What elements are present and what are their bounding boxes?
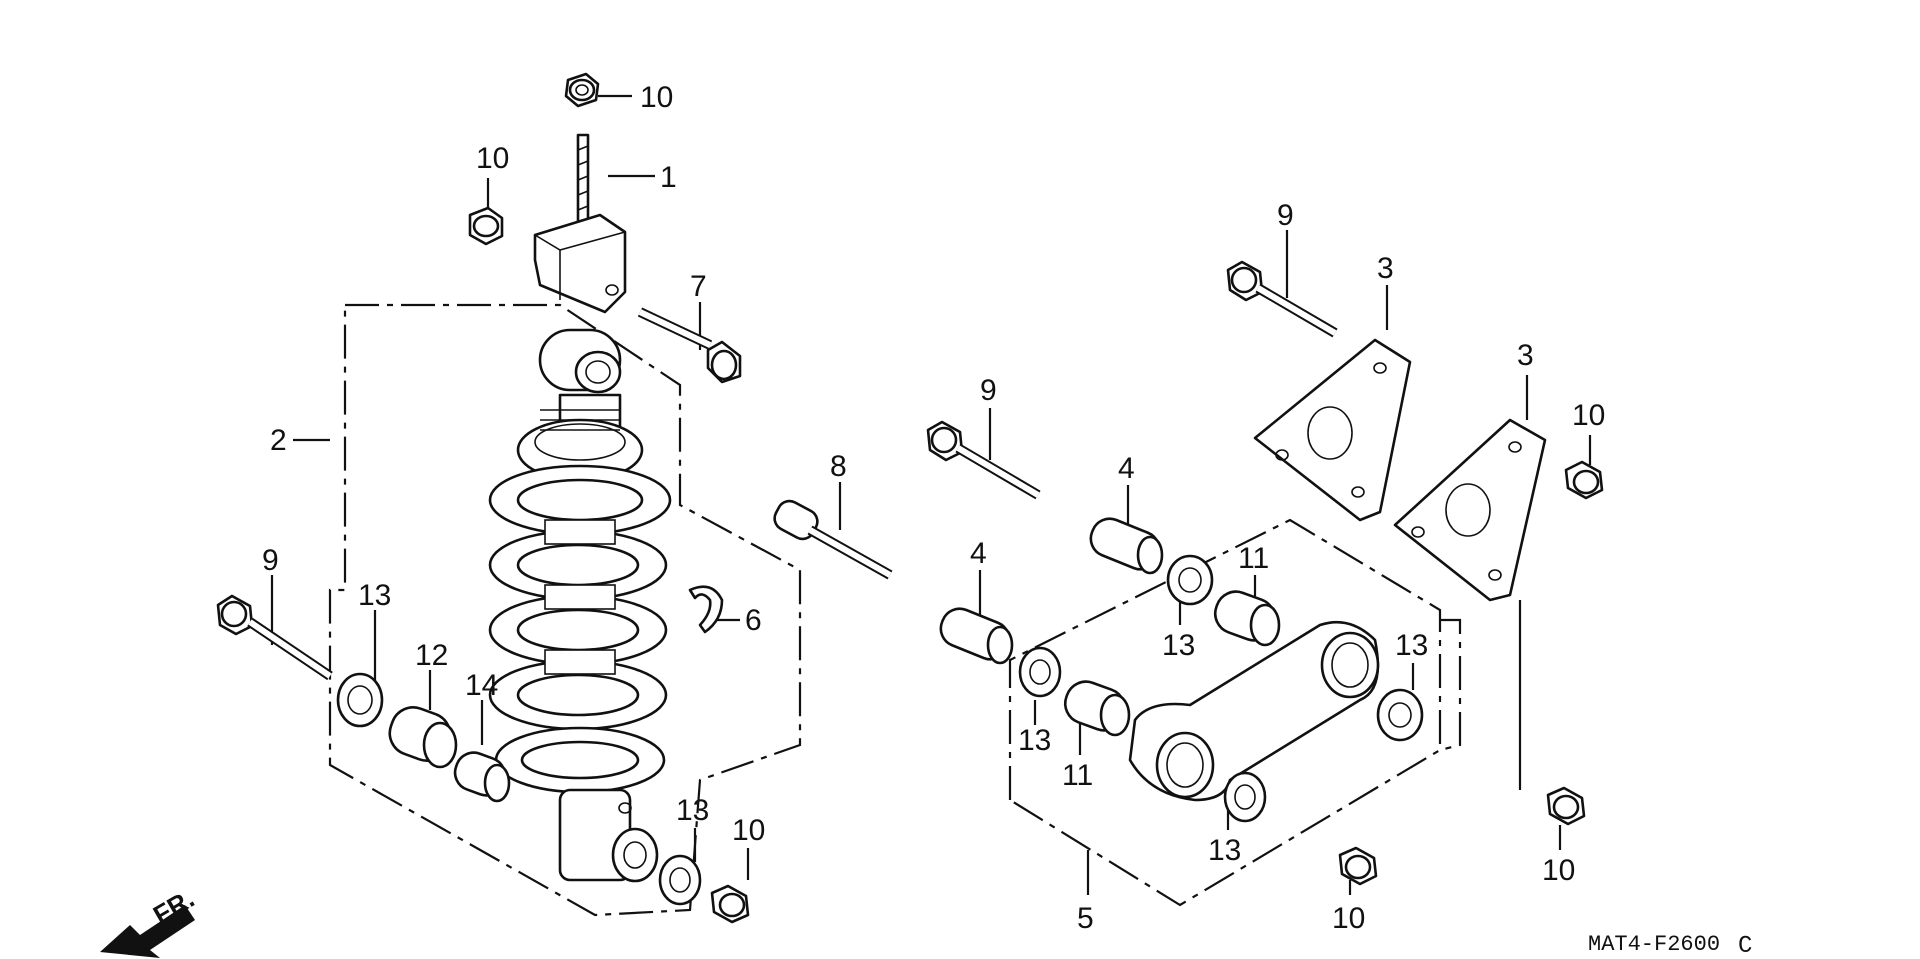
rear-shock-absorber: [488, 328, 672, 883]
needle-bearing-upper: [1213, 590, 1281, 647]
callout-4-lower: 4: [970, 537, 987, 570]
flange-nut-top: [564, 72, 600, 108]
collar-4-lower: [939, 607, 1014, 665]
dust-seal-center: [1166, 554, 1214, 606]
callout-13-right: 13: [1395, 629, 1428, 662]
callout-9-center: 9: [980, 374, 997, 407]
callout-3-left: 3: [1377, 252, 1394, 285]
shock-assembly-group-outline: [328, 303, 802, 917]
flange-nut-shock-bottom: [710, 884, 750, 924]
callout-7: 7: [690, 270, 707, 303]
callout-4-upper: 4: [1118, 452, 1135, 485]
callout-1: 1: [660, 161, 677, 194]
dust-seal-link-bottom: [1223, 771, 1267, 823]
callout-13-left: 13: [358, 579, 391, 612]
dust-seal-shock-bottom: [658, 854, 702, 906]
callout-3-right: 3: [1517, 339, 1534, 372]
reference-code: MAT4-F2600: [1588, 932, 1720, 957]
callout-13-link-left: 13: [1018, 724, 1051, 757]
link-plate-right: [1393, 418, 1547, 602]
callout-2: 2: [270, 424, 287, 457]
front-direction-label: FR.: [148, 883, 199, 930]
callout-10-right: 10: [1572, 399, 1605, 432]
callout-8: 8: [830, 450, 847, 483]
callout-10-bottom-center: 10: [1332, 902, 1365, 935]
link-plate-right-outline: [1439, 618, 1462, 752]
callout-11-upper: 11: [1238, 542, 1269, 575]
flange-nut-upper-left: [468, 206, 504, 246]
callout-12: 12: [415, 639, 448, 672]
dust-seal-left: [336, 672, 384, 728]
bolt-9-upper-right: [1226, 260, 1338, 338]
dust-seal-right: [1376, 688, 1424, 742]
shock-link: [1128, 620, 1380, 802]
callout-5: 5: [1077, 902, 1094, 935]
bolt-8: [773, 499, 893, 580]
dust-seal-link-left: [1018, 646, 1062, 698]
callout-10-top: 10: [640, 81, 673, 114]
callout-10-upper-left: 10: [476, 142, 509, 175]
link-plate-left: [1253, 338, 1412, 522]
callout-14: 14: [465, 669, 498, 702]
callout-10-bottom-right: 10: [1542, 854, 1575, 887]
clip-6: [688, 585, 724, 634]
upper-mount-bracket: [533, 133, 627, 314]
callout-9-left: 9: [262, 544, 279, 577]
flange-nut-bottom-center: [1338, 846, 1378, 886]
flange-nut-bottom-right: [1546, 786, 1586, 826]
bushing-14: [453, 751, 511, 803]
front-direction-arrow-icon: [100, 905, 195, 958]
callout-9-upper-right: 9: [1277, 199, 1294, 232]
collar-4-upper: [1089, 517, 1164, 575]
callout-13-center: 13: [1162, 629, 1195, 662]
bolt-7: [637, 307, 742, 384]
flange-nut-right: [1564, 460, 1604, 500]
callout-6: 6: [745, 604, 762, 637]
bolt-9-center: [926, 420, 1041, 500]
callout-10-shock-bottom: 10: [732, 814, 765, 847]
callout-11-lower: 11: [1062, 759, 1093, 792]
collar-12: [388, 706, 458, 769]
reference-suffix: C: [1738, 933, 1752, 959]
callout-13-shock-bottom: 13: [676, 794, 709, 827]
needle-bearing-lower: [1063, 680, 1131, 737]
link-assembly-group-outline: [1008, 518, 1442, 907]
bolt-9-left: [216, 594, 333, 681]
callout-13-link-bottom: 13: [1208, 834, 1241, 867]
